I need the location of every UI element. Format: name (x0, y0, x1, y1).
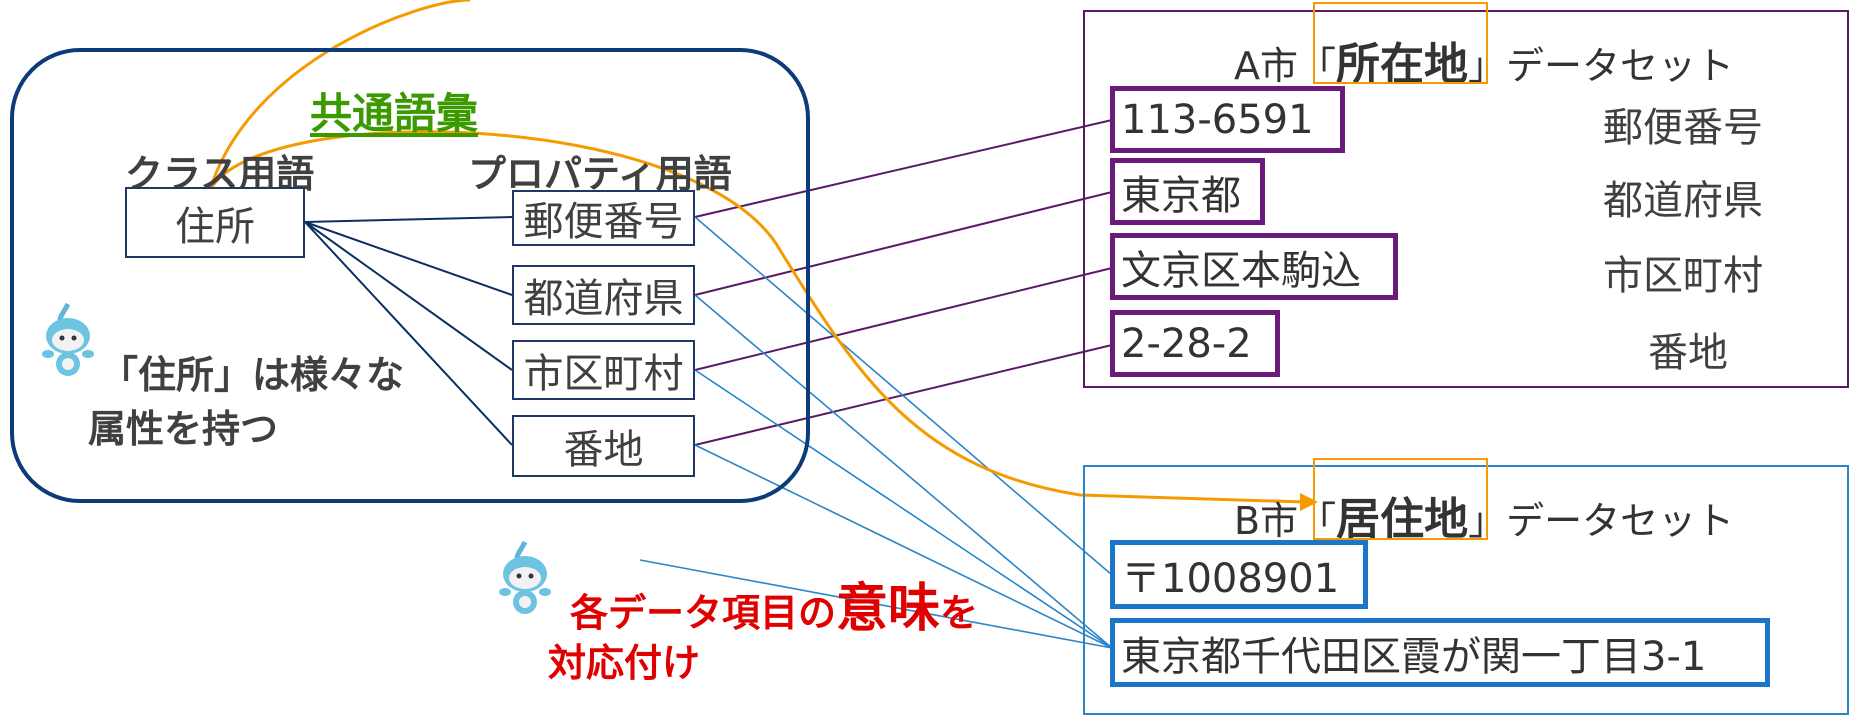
property-header: プロパティ用語 (468, 152, 732, 196)
dataset-a-title: A市「所在地」データセット (1234, 39, 1735, 90)
address-note-line2: 属性を持つ (88, 407, 279, 451)
dataset-a-keyword: 所在地 (1336, 39, 1468, 90)
mapping-line-a (694, 191, 1113, 296)
address-note-line1: 「住所」は様々な (100, 353, 405, 397)
keyword-highlight-b (1313, 458, 1488, 540)
class-term-box: 住所 (125, 187, 305, 258)
dataset-a-value: 113-6591 (1110, 86, 1345, 153)
mapping-line-a (694, 119, 1113, 218)
property-term-box: 都道府県 (512, 265, 695, 325)
dataset-a-value: 文京区本駒込 (1110, 233, 1398, 300)
dataset-b-keyword: 居住地 (1336, 494, 1469, 545)
property-term-box: 市区町村 (512, 340, 695, 400)
dataset-a-label: 市区町村 (1603, 253, 1763, 299)
common-vocabulary-panel (10, 48, 810, 503)
mapping-note-line2: 対応付け (548, 641, 701, 685)
mascot-icon (42, 302, 94, 376)
mapping-line-b (694, 369, 1113, 649)
mapping-note-line1: 各データ項目の意味を (570, 579, 979, 639)
dataset-a-label: 都道府県 (1603, 178, 1763, 224)
arrowhead (1300, 493, 1318, 511)
orange-arrow-b (208, 130, 1306, 504)
dataset-a-label: 郵便番号 (1603, 105, 1763, 151)
class-property-line (304, 221, 513, 296)
dataset-a-label: 番地 (1648, 330, 1728, 376)
mascot-icon (499, 540, 551, 614)
dataset-b-title: B市「居住地」データセット (1234, 494, 1735, 545)
keyword-highlight-a (1313, 2, 1488, 84)
dataset-a-panel (1083, 10, 1849, 388)
mapping-line-b (639, 559, 1113, 649)
class-property-line (304, 221, 513, 371)
dataset-a-value: 2-28-2 (1110, 310, 1280, 377)
mapping-line-b (694, 216, 1113, 576)
class-property-line (304, 221, 513, 446)
property-term-box: 番地 (512, 415, 695, 477)
dataset-b-value: 東京都千代田区霞が関一丁目3-1 (1110, 618, 1770, 687)
property-term-box: 郵便番号 (512, 190, 695, 246)
orange-arrow-a (208, 0, 471, 191)
dataset-b-value: 〒1008901 (1110, 540, 1368, 609)
class-property-line (304, 216, 513, 223)
mapping-line-b (694, 294, 1113, 649)
vocabulary-title: 共通語彙 (310, 89, 479, 138)
dataset-a-value: 東京都 (1110, 158, 1265, 225)
mapping-note-emphasis: 意味 (836, 579, 941, 639)
